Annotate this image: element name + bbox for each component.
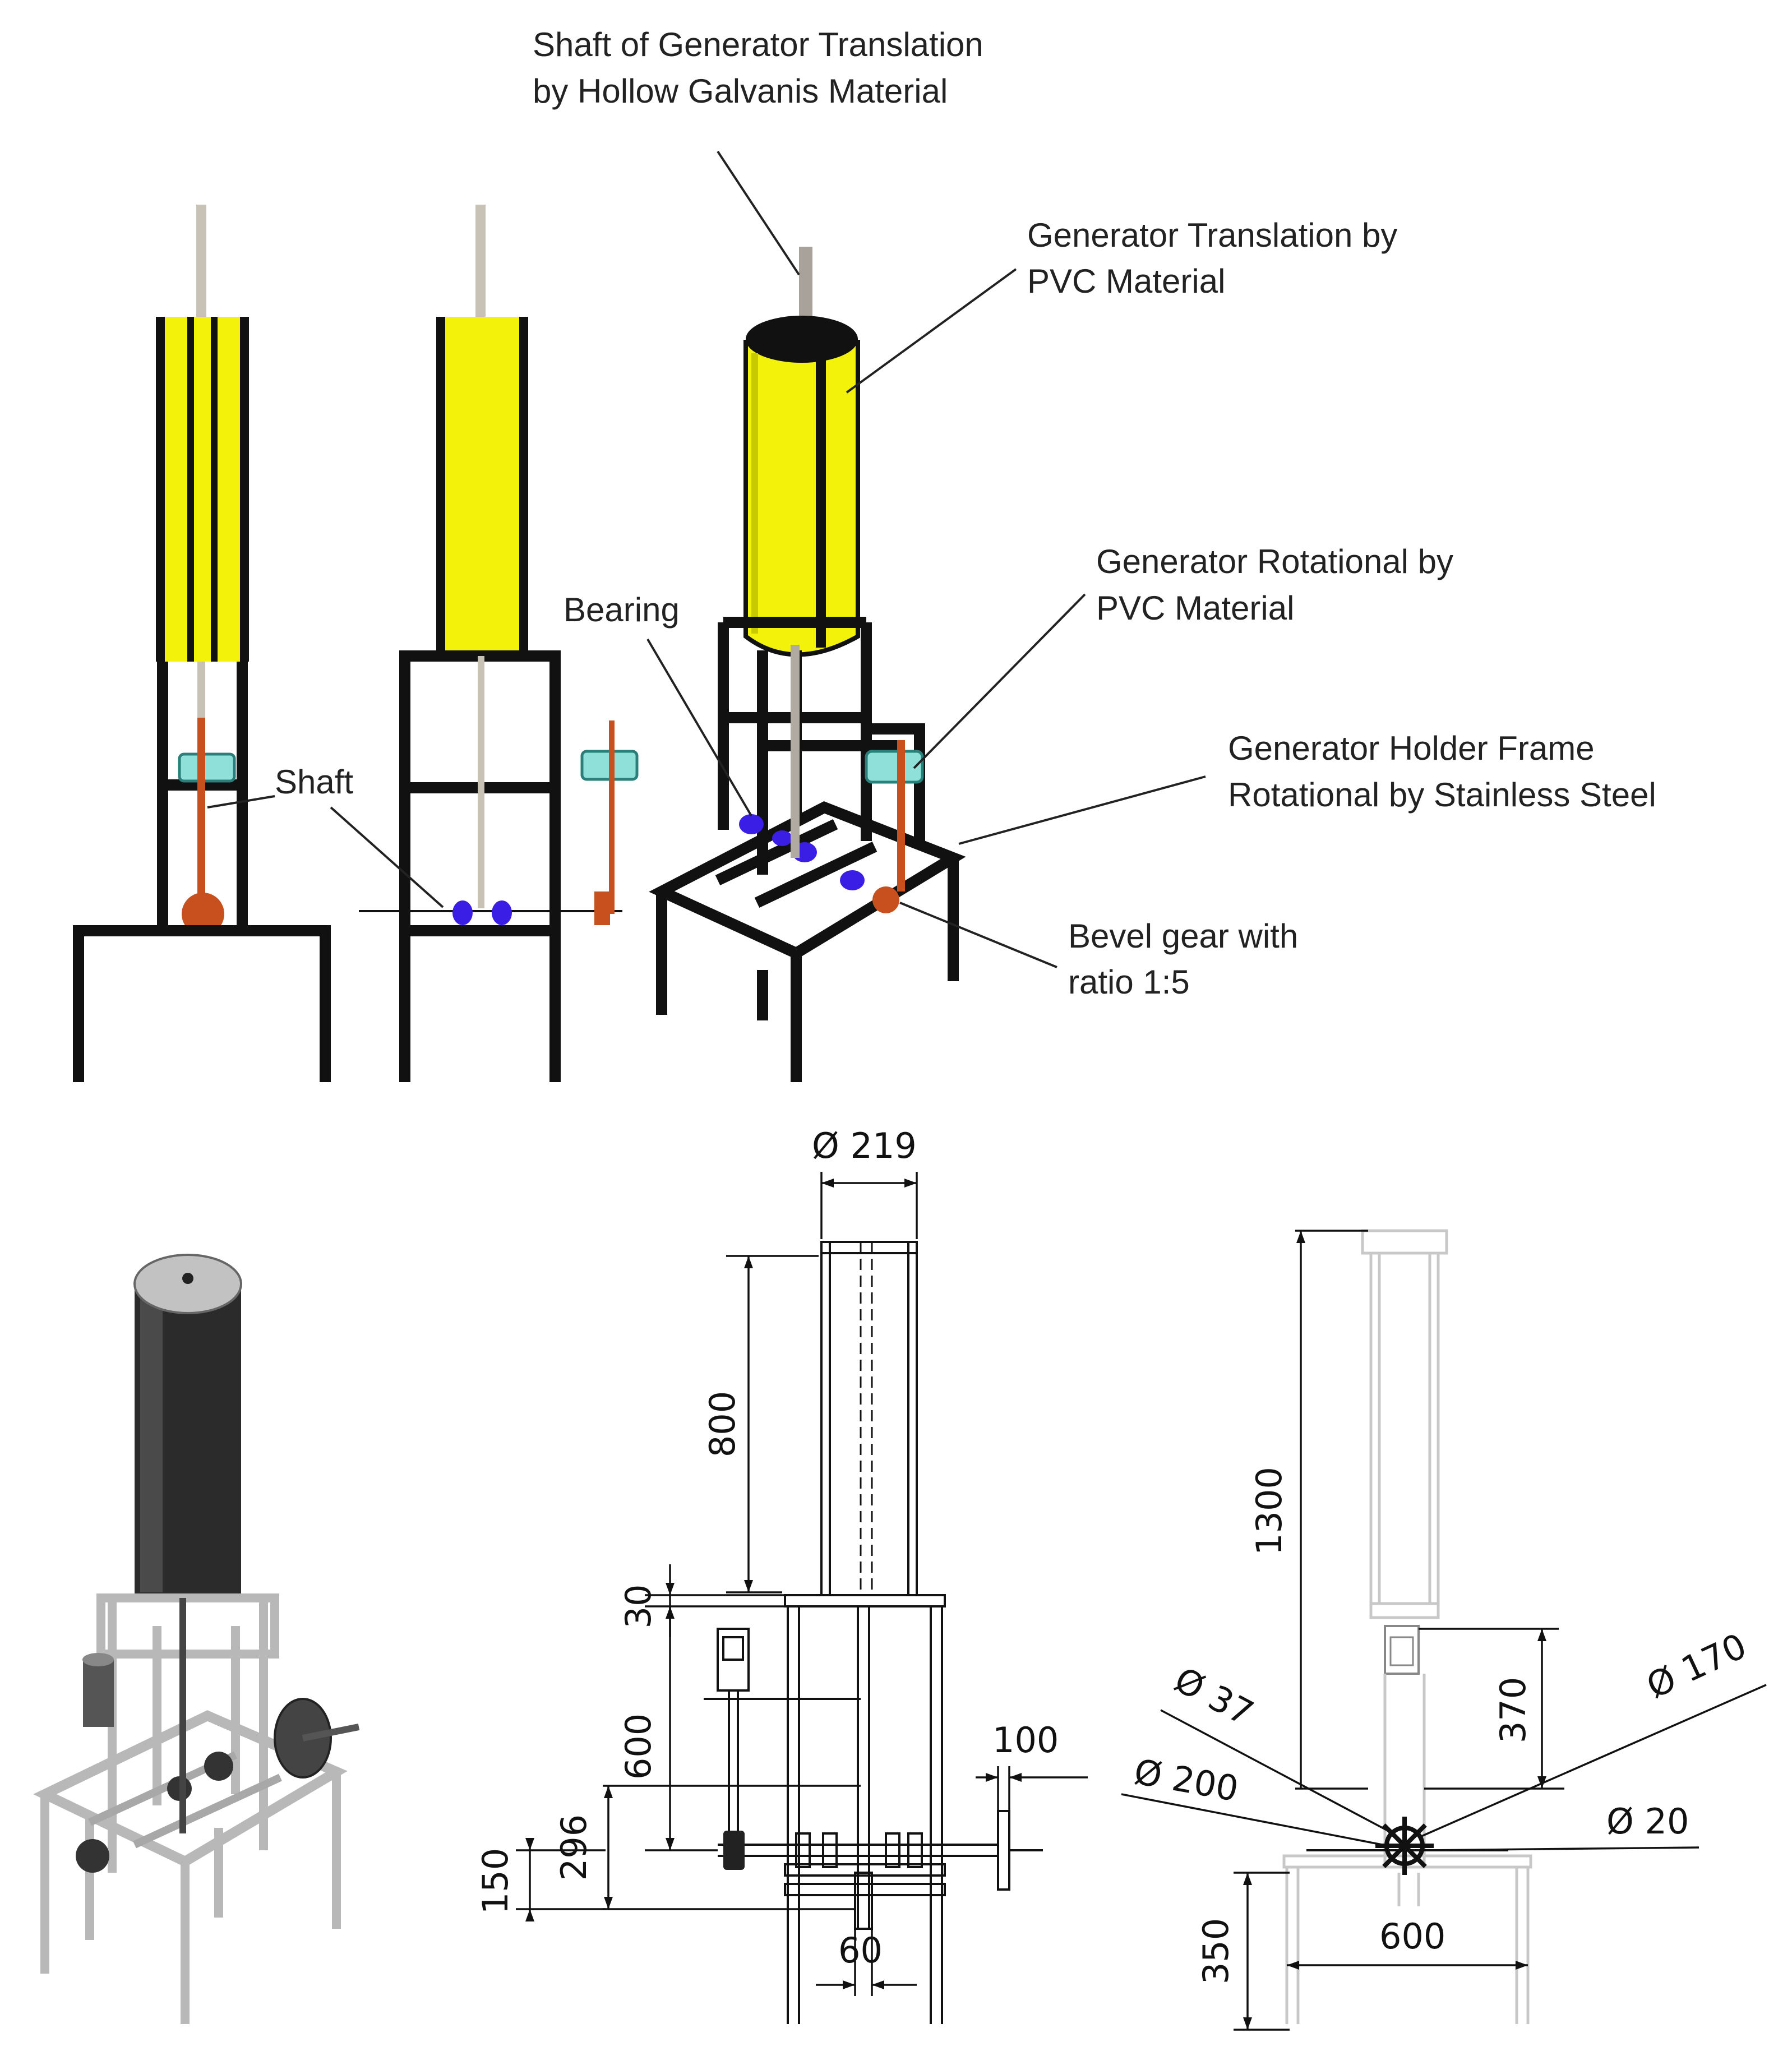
dim-height-296: 296 [553,1814,594,1881]
label-gen-rotational-2: PVC Material [1096,589,1294,627]
front-dimension-drawing: Ø 219 800 30 600 296 150 100 60 [475,1125,1088,2024]
label-bevel-gear-1: Bevel gear with [1068,917,1298,955]
translation-generator [156,317,249,662]
dim-diameter-219: Ø 219 [812,1125,917,1166]
rotational-generator [178,752,236,783]
translation-shaft [196,205,206,317]
label-gen-translation-1: Generator Translation by [1027,216,1397,254]
dim-height-30: 30 [618,1585,659,1629]
label-gen-translation-2: PVC Material [1027,262,1225,300]
label-shaft-translation-2: by Hollow Galvanis Material [533,72,948,110]
dim-width-100: 100 [992,1720,1059,1761]
label-shaft: Shaft [275,763,353,801]
label-bearing: Bearing [564,591,680,629]
dim-height-1300: 1300 [1249,1467,1290,1555]
dim-height-370: 370 [1493,1677,1534,1743]
dim-height-150: 150 [475,1848,516,1914]
dim-diameter-170: Ø 170 [1640,1625,1752,1706]
side-view-colored [359,205,639,1082]
dim-height-350: 350 [1195,1918,1236,1984]
label-shaft-translation-1: Shaft of Generator Translation [533,26,983,63]
dim-height-800: 800 [702,1391,743,1457]
label-holder-frame-2: Rotational by Stainless Steel [1228,776,1656,814]
bevel-gear [182,893,224,935]
label-gen-rotational-1: Generator Rotational by [1096,543,1453,580]
dim-width-600: 600 [1379,1916,1445,1957]
dim-height-600: 600 [618,1713,659,1780]
render-3d-view [33,1254,360,2024]
dim-diameter-20: Ø 20 [1606,1801,1689,1842]
top-annotations: Shaft of Generator Translation by Hollow… [207,26,1656,1001]
base-frame [73,925,331,1082]
label-bevel-gear-2: ratio 1:5 [1068,963,1190,1001]
dim-diameter-37: Ø 37 [1168,1659,1260,1734]
side-dimension-drawing: 1300 370 350 600 Ø 37 Ø 170 Ø 200 Ø 20 [1121,1229,1767,2031]
front-view-colored [73,205,331,1082]
bevel-gear-symbol [1375,1817,1434,1875]
label-holder-frame-1: Generator Holder Frame [1228,729,1595,767]
dim-width-60: 60 [838,1930,883,1971]
iso-view-colored [649,247,966,1082]
dim-diameter-200: Ø 200 [1131,1751,1241,1809]
